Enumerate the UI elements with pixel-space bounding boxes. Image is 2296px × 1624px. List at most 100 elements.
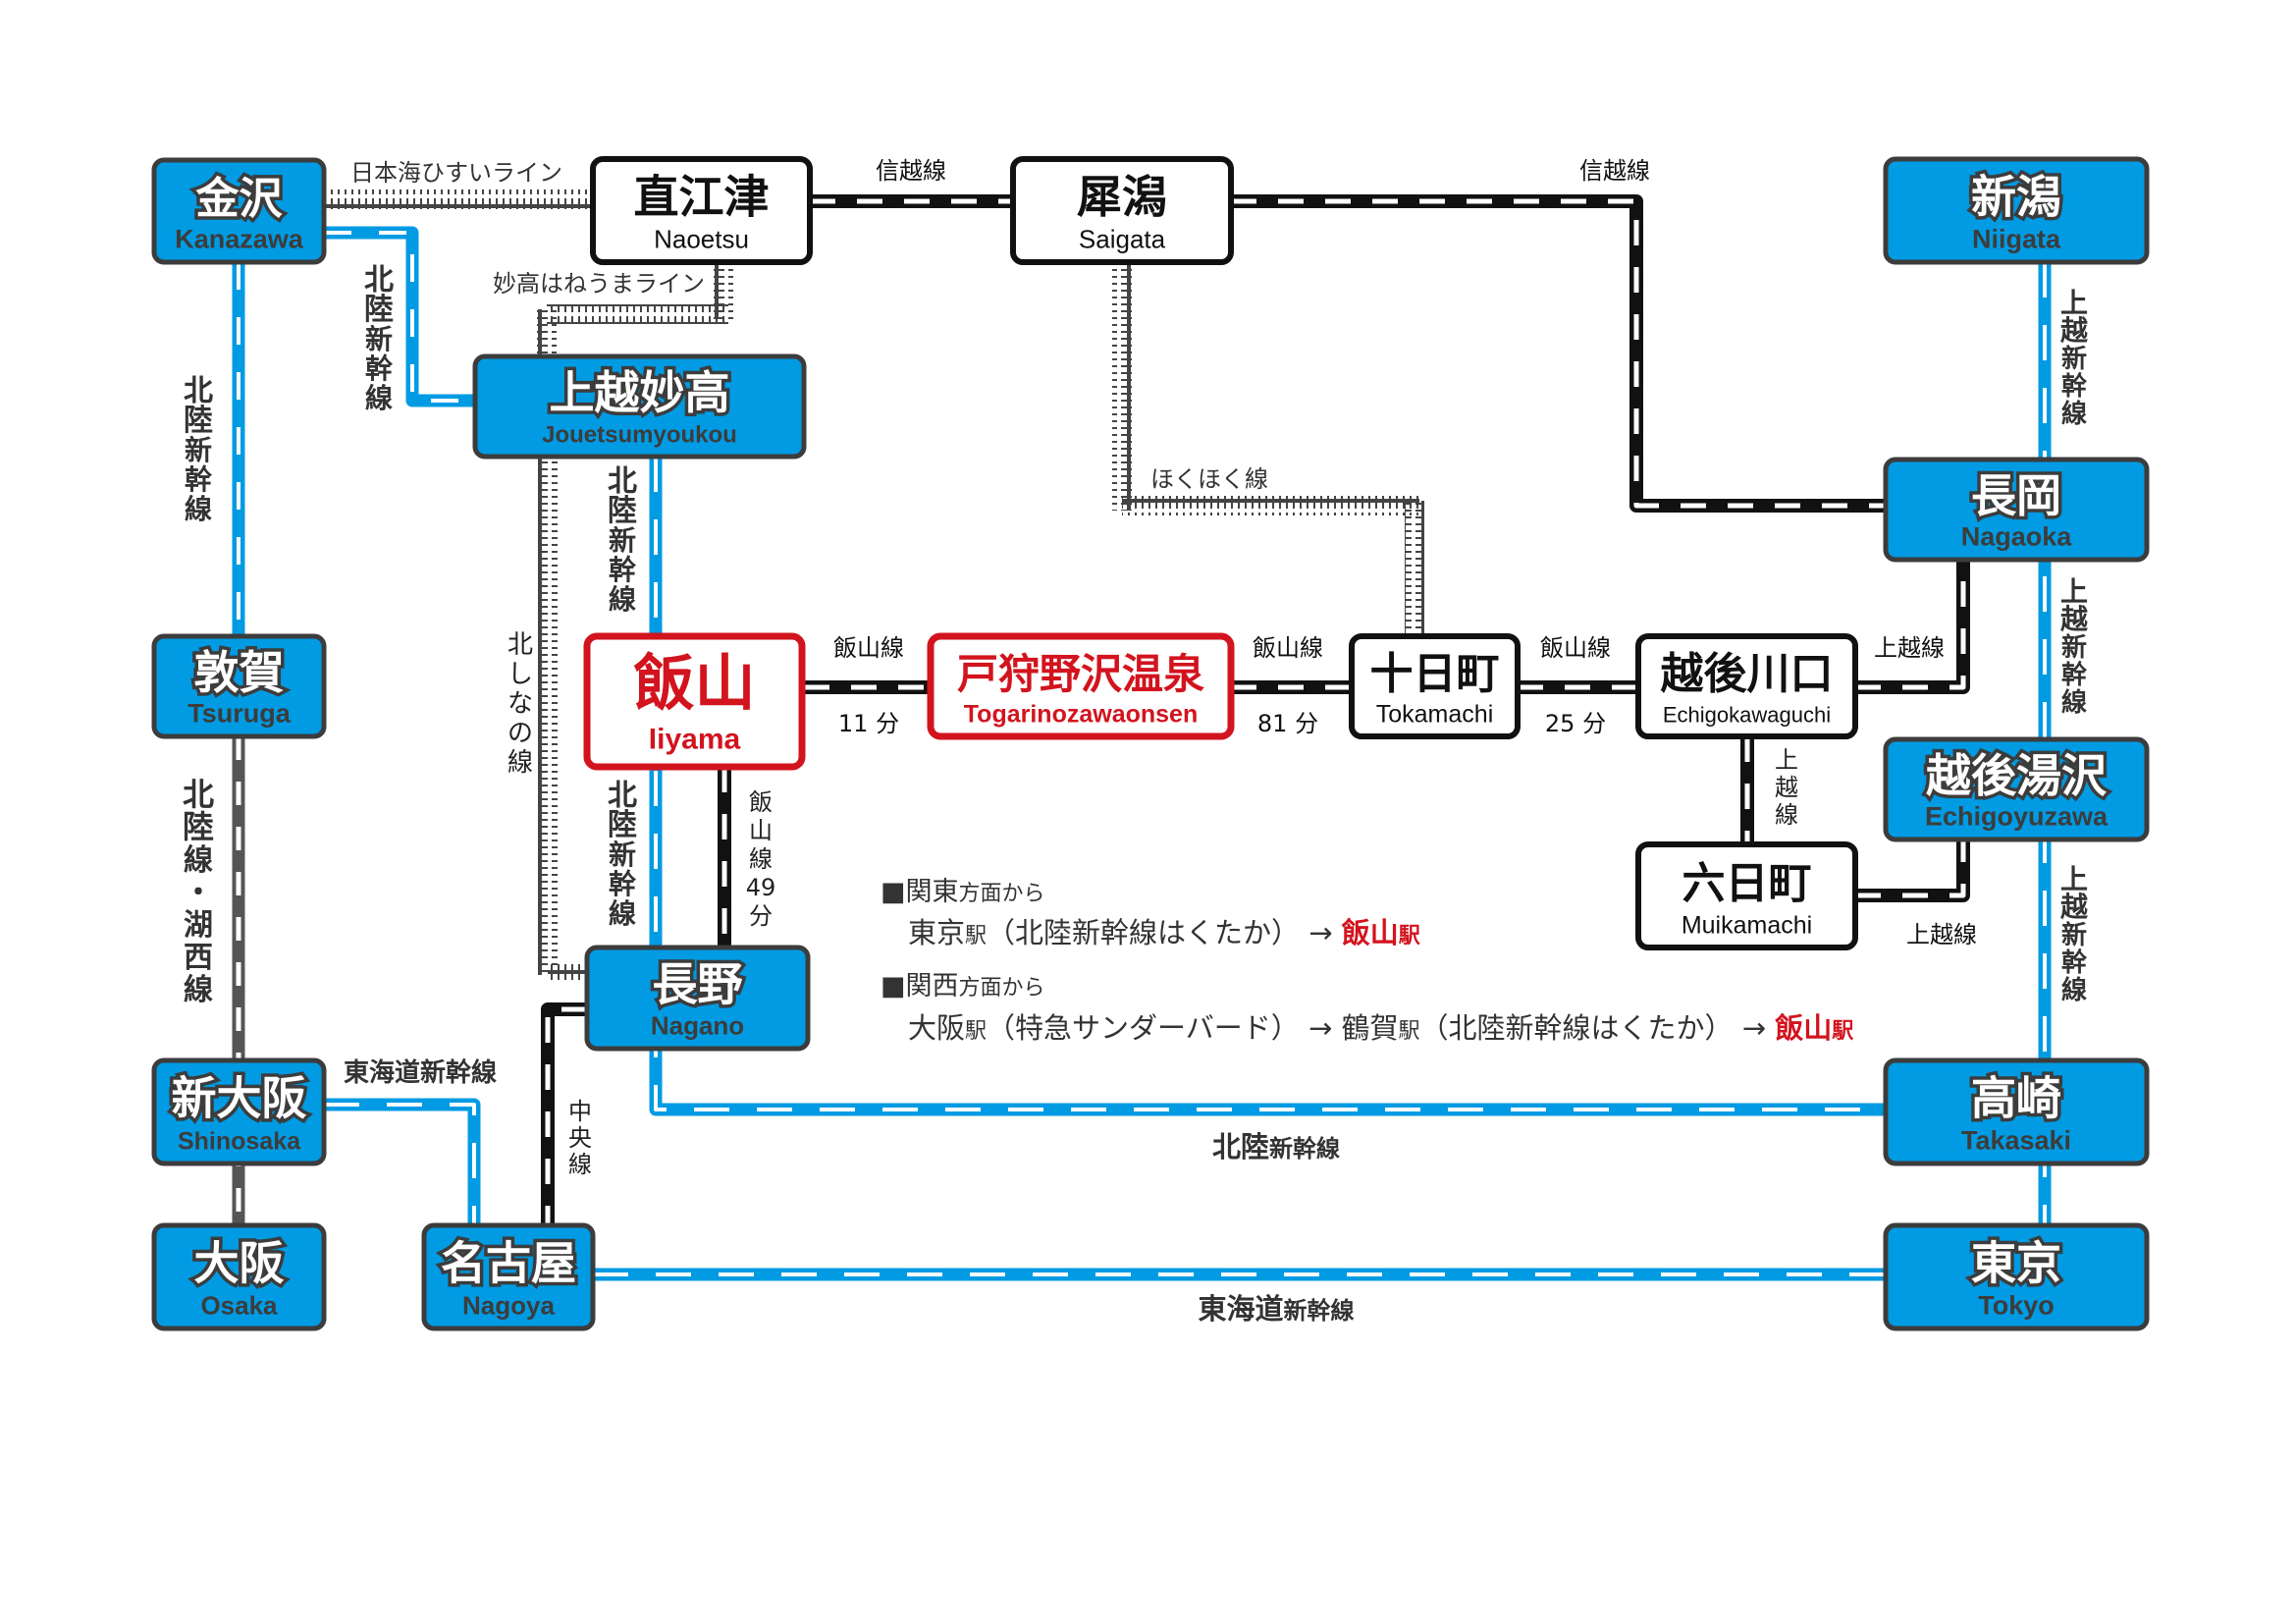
station-name-en: Iiyama: [649, 723, 741, 755]
station-box[interactable]: [1635, 633, 1858, 739]
tokaido-shinkansen-bottom-label: 東海道新幹線: [1198, 1292, 1354, 1326]
station-name-en: Jouetsumyoukou: [542, 422, 737, 449]
station-name-jp: 敦賀: [194, 646, 285, 699]
time-tokamachi-kawaguchi: 25 分: [1545, 710, 1606, 737]
vertical-label-hokuriku-shinkansen-kanazawa-tsuruga: 北陸新幹線: [184, 374, 213, 525]
hokuhoku-line: [1112, 262, 1424, 636]
kansai-heading: ■関西方面から: [881, 971, 1045, 1001]
station-name-jp: 飯山: [633, 647, 755, 719]
vertical-label-hokuriku-kosei: 北陸線・湖西線: [183, 776, 214, 1007]
tokaido-shinkansen-label-1: 東海道新幹線: [344, 1057, 497, 1088]
station-box[interactable]: [421, 1222, 596, 1331]
vertical-label-joetsu-shinkansen-2: 上越新幹線: [2060, 575, 2089, 718]
station-box[interactable]: [1883, 156, 2150, 265]
myoko-haneuma-label: 妙高はねうまライン: [493, 270, 705, 298]
local-lines: [541, 194, 1970, 1225]
iiyama-line-label-3: 飯山線: [1540, 634, 1611, 662]
station-box[interactable]: [151, 633, 327, 739]
nihonkai-hisui-label: 日本海ひすいライン: [350, 159, 562, 187]
station-name-jp: 高崎: [1971, 1072, 2061, 1125]
station-name-jp: 新大阪: [172, 1072, 307, 1125]
vertical-label-hokuriku-shinkansen-joetsu-iiyama: 北陸新幹線: [608, 464, 637, 616]
shinetsu-label-2: 信越線: [1579, 157, 1650, 185]
station-box[interactable]: [1349, 633, 1521, 739]
station-name-en: Kanazawa: [175, 224, 304, 253]
station-name-jp: 犀潟: [1077, 171, 1167, 224]
shinetsu-label-1: 信越線: [876, 157, 946, 185]
station-name-en: Osaka: [200, 1290, 278, 1320]
vertical-label-kita-shinano: 北しなの線: [507, 630, 533, 778]
station-name-jp: 戸狩野沢温泉: [957, 650, 1204, 698]
station-name-jp: 東京: [1971, 1237, 2061, 1290]
iiyama-line-label-1: 飯山線: [833, 634, 904, 662]
station-name-en: Shinosaka: [178, 1127, 301, 1155]
joetsu-line-label-1: 上越線: [1874, 634, 1945, 662]
station-box[interactable]: [1010, 156, 1234, 265]
station-name-jp: 新潟: [1971, 171, 2061, 224]
station-iiyama[interactable]: 飯山 Iiyama: [583, 632, 806, 771]
station-name-en: Echigoyuzawa: [1925, 802, 2109, 832]
station-name-en: Nagaoka: [1961, 522, 2073, 552]
station-name-en: Naoetsu: [654, 224, 749, 253]
station-name-jp: 越後川口: [1661, 649, 1834, 699]
nihonkai-hisui-line: [324, 189, 594, 209]
station-box[interactable]: [584, 945, 811, 1052]
station-box[interactable]: [1635, 841, 1858, 950]
station-box[interactable]: [151, 157, 327, 265]
station-name-jp: 直江津: [634, 171, 770, 224]
station-jouetsumyoukou[interactable]: 上越妙高 Jouetsumyoukou: [472, 353, 807, 460]
station-box[interactable]: [927, 632, 1235, 740]
hokuriku-shinkansen-kanazawa-joetsumyoko: [324, 226, 475, 407]
station-name-jp: 長岡: [1971, 469, 2061, 522]
station-box[interactable]: [151, 1057, 327, 1166]
station-box[interactable]: [1883, 457, 2150, 563]
station-togarinozawaonsen[interactable]: 戸狩野沢温泉 Togarinozawaonsen: [927, 632, 1235, 740]
station-name-en: Tokamachi: [1376, 701, 1494, 729]
station-name-jp: 上越妙高: [550, 366, 730, 419]
tokaido-shinkansen-shinosaka-nagoya: [324, 1098, 481, 1225]
time-togari-tokamachi: 81 分: [1257, 710, 1318, 737]
station-name-en: Takasaki: [1961, 1125, 2071, 1155]
station-name-jp: 長野: [653, 958, 743, 1011]
station-box[interactable]: [472, 353, 807, 460]
station-name-en: Togarinozawaonsen: [964, 701, 1198, 729]
myoko-haneuma-line: [537, 262, 733, 358]
station-echigokawaguchi[interactable]: 越後川口 Echigokawaguchi: [1635, 633, 1858, 739]
station-name-en: Muikamachi: [1682, 911, 1812, 939]
station-box[interactable]: [1883, 1222, 2150, 1331]
kanto-route: 東京駅（北陸新幹線はくたか） → 飯山駅: [908, 916, 1420, 949]
station-name-jp: 金沢: [195, 174, 284, 224]
joetsu-line-muikamachi-yuzawa: [1855, 839, 1970, 902]
station-name-en: Echigokawaguchi: [1663, 703, 1831, 728]
vertical-label-joetsu-shinkansen-3: 上越新幹線: [2060, 863, 2089, 1005]
kita-shinano-line: [538, 457, 587, 980]
iiyama-line-label-2: 飯山線: [1253, 634, 1323, 662]
station-box[interactable]: [590, 156, 813, 265]
station-name-jp: 大阪: [194, 1237, 285, 1290]
station-box[interactable]: [1883, 736, 2150, 842]
vertical-label-hokuriku-shinkansen-iiyama-nagano: 北陸新幹線: [608, 779, 637, 930]
vertical-label-hokuriku-shinkansen-kanazawa-joetsu: 北陸新幹線: [364, 263, 394, 414]
station-box[interactable]: [583, 632, 806, 771]
station-name-en: Nagano: [651, 1011, 744, 1041]
station-box[interactable]: [1883, 1057, 2150, 1166]
station-name-en: Tsuruga: [187, 699, 291, 729]
station-box[interactable]: [151, 1222, 327, 1331]
